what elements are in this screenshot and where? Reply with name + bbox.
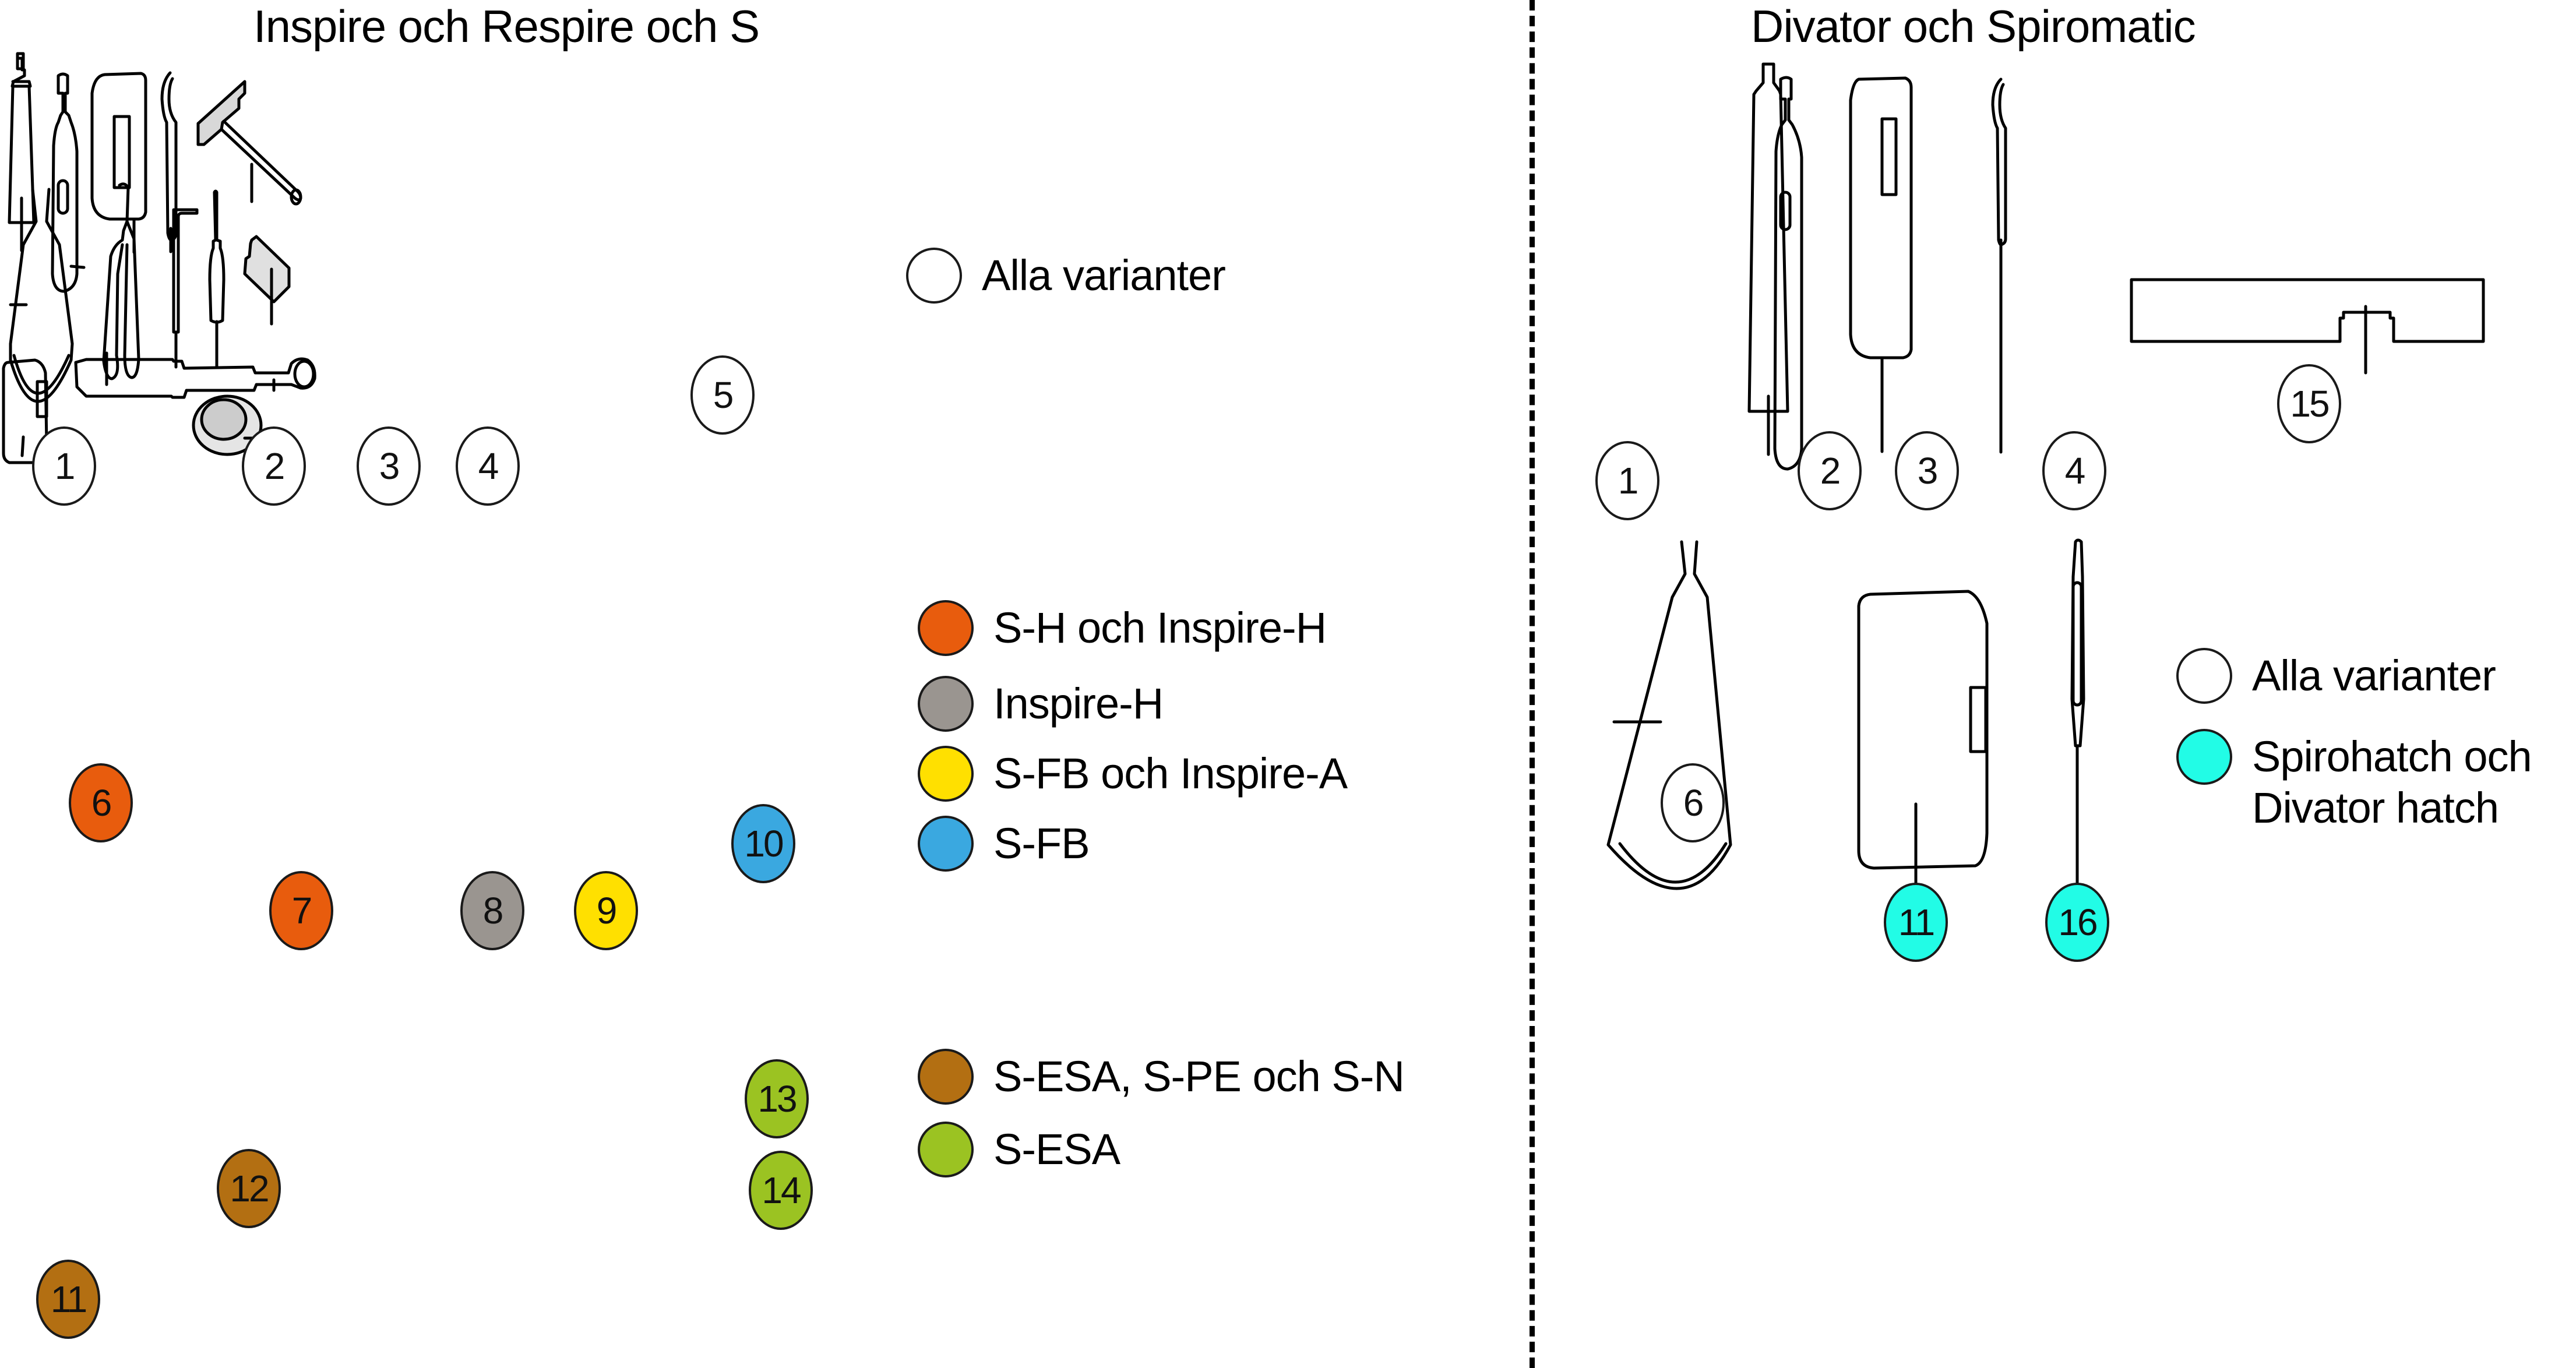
hex-key-icon xyxy=(172,208,199,369)
grease-tube-icon xyxy=(8,52,36,252)
legend-label: S-FB xyxy=(993,819,1090,868)
legend-dot-orange xyxy=(918,600,974,656)
legend-dot-yellow xyxy=(918,746,974,802)
part-badge-9: 9 xyxy=(574,871,638,950)
part-badge-7: 7 xyxy=(269,871,333,950)
legend-label-line1: Spirohatch och xyxy=(2252,732,2532,781)
legend-dot-brown xyxy=(918,1049,974,1105)
left-section-title: Inspire och Respire och S xyxy=(253,1,760,52)
part-badge-13: 13 xyxy=(745,1059,809,1138)
part-badge-5: 5 xyxy=(690,355,755,435)
t-tool-icon xyxy=(196,80,302,206)
block-tool-icon xyxy=(243,235,291,326)
part-badge-14: 14 xyxy=(749,1151,813,1230)
slot-bar-icon xyxy=(2130,278,2485,375)
right-torque-screwdriver-icon xyxy=(1773,76,1803,471)
legend-item-alla-varianter: Alla varianter xyxy=(906,248,1226,304)
cutting-pliers-icon xyxy=(102,182,140,386)
legend-label-line2: Divator hatch xyxy=(2252,784,2499,832)
legend-item-s-esa: S-ESA xyxy=(918,1122,1120,1177)
right-part-badge-4: 4 xyxy=(2042,431,2106,510)
part-badge-1: 1 xyxy=(32,426,96,506)
part-badge-11: 11 xyxy=(36,1260,100,1339)
part-badge-3: 3 xyxy=(357,426,421,506)
part-badge-2: 2 xyxy=(242,426,306,506)
hook-spanner-icon xyxy=(160,71,178,253)
section-divider xyxy=(1530,0,1535,1368)
legend-item-s-fb: S-FB xyxy=(918,816,1090,872)
legend-dot-gray xyxy=(918,676,974,732)
legend-label: S-ESA xyxy=(993,1125,1120,1173)
right-part-badge-6: 6 xyxy=(1661,763,1725,842)
legend-dot-white xyxy=(906,248,962,304)
right-part-badge-3: 3 xyxy=(1895,431,1959,510)
pad-icon xyxy=(90,72,147,254)
legend-dot-cyan xyxy=(2176,729,2232,785)
right-part-badge-15: 15 xyxy=(2277,364,2341,443)
screwdriver-icon xyxy=(208,189,225,369)
right-section-title: Divator och Spiromatic xyxy=(1751,1,2196,52)
legend-item-s-esa-s-pe-s-n: S-ESA, S-PE och S-N xyxy=(918,1049,1405,1105)
legend-label: S-ESA, S-PE och S-N xyxy=(993,1052,1405,1101)
legend-dot-blue xyxy=(918,816,974,872)
right-hook-spanner-icon xyxy=(1991,77,2007,454)
right-grease-tube-icon xyxy=(1747,62,1789,456)
right-legend-item-spirohatch-divator-hatch: Spirohatch och Divator hatch xyxy=(2176,729,2532,834)
part-badge-8: 8 xyxy=(460,871,524,950)
legend-item-s-h-inspire-h: S-H och Inspire-H xyxy=(918,600,1327,656)
part-badge-4: 4 xyxy=(456,426,520,506)
legend-label: S-FB och Inspire-A xyxy=(993,749,1348,798)
right-circlip-pliers-icon xyxy=(1606,540,1732,890)
legend-label: S-H och Inspire-H xyxy=(993,604,1327,652)
right-part-badge-11: 11 xyxy=(1884,883,1948,962)
right-part-badge-1: 1 xyxy=(1595,441,1659,520)
legend-label: Inspire-H xyxy=(993,679,1164,728)
legend-label: Alla varianter xyxy=(982,251,1226,299)
legend-item-s-fb-inspire-a: S-FB och Inspire-A xyxy=(918,746,1348,802)
right-legend-item-alla-varianter: Alla varianter xyxy=(2176,648,2496,704)
legend-item-inspire-h: Inspire-H xyxy=(918,676,1164,732)
membrane-disc-icon xyxy=(192,394,267,456)
socket-wrench-icon xyxy=(74,357,316,399)
legend-label-multiline: Spirohatch och Divator hatch xyxy=(2252,731,2532,834)
right-part-badge-2: 2 xyxy=(1798,431,1862,510)
pin-tool-icon xyxy=(2070,538,2085,896)
right-tool-case-icon xyxy=(1857,590,1989,896)
part-badge-12: 12 xyxy=(217,1149,281,1228)
part-badge-10: 10 xyxy=(731,804,795,883)
legend-dot-green xyxy=(918,1122,974,1177)
legend-label: Alla varianter xyxy=(2252,651,2496,700)
legend-dot-white xyxy=(2176,648,2232,704)
torque-screwdriver-icon xyxy=(51,72,86,293)
right-pad-icon xyxy=(1849,76,1913,453)
part-badge-6: 6 xyxy=(69,763,133,842)
right-part-badge-16: 16 xyxy=(2045,883,2109,962)
